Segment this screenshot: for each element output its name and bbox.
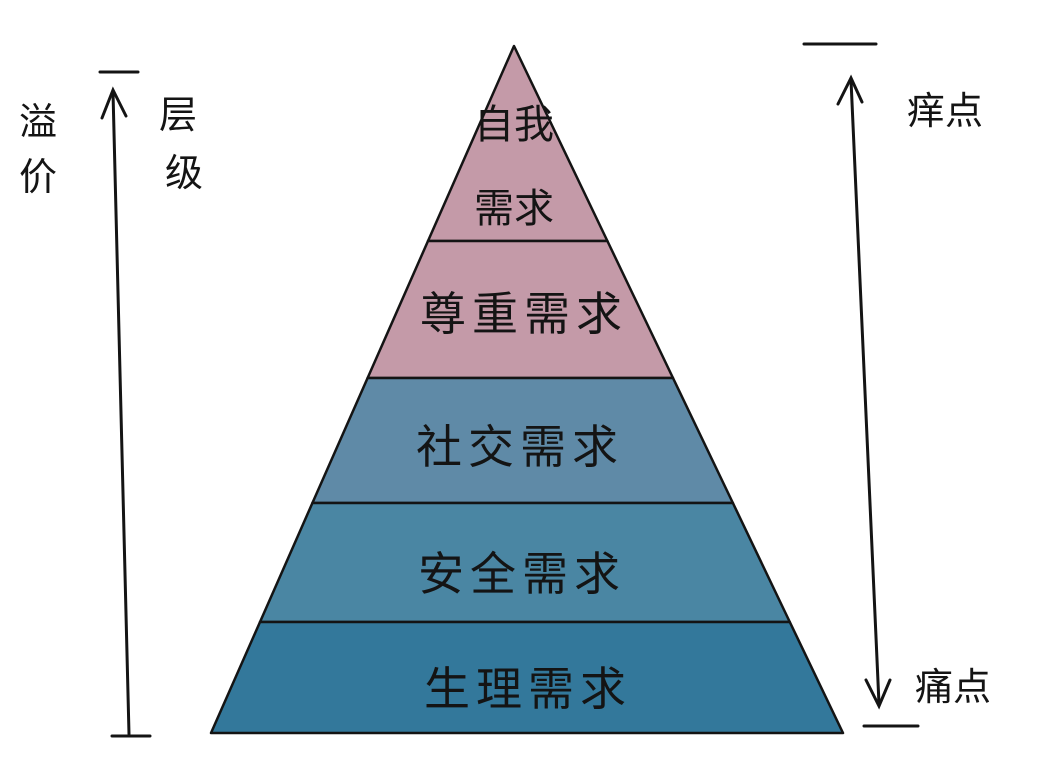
left-label-premium-char1: 溢	[19, 100, 57, 144]
left-label-hierarchy-char2: 级	[165, 151, 203, 195]
right-label-pain-point: 痛点	[915, 665, 991, 709]
left-axis-line	[111, 90, 131, 736]
pyramid-tier-labels: 自我 需求 尊重需求 社交需求 安全需求 生理需求	[416, 102, 632, 716]
left-label-hierarchy-char1: 层	[159, 93, 197, 137]
tier-label-esteem: 尊重需求	[420, 287, 628, 341]
tier-label-physiological: 生理需求	[424, 662, 632, 716]
tier-label-safety: 安全需求	[418, 547, 626, 601]
right-label-itch-point: 痒点	[907, 89, 983, 133]
right-axis-down-arrowhead-icon	[864, 678, 892, 710]
pyramid-tiers	[209, 44, 845, 735]
left-axis	[98, 70, 152, 738]
left-axis-labels: 溢 价 层 级	[19, 93, 203, 199]
tier-label-social: 社交需求	[416, 420, 624, 474]
tier-label-self-actualization-line1: 自我	[474, 102, 554, 148]
right-axis-up-arrowhead-icon	[836, 74, 864, 106]
right-axis-labels: 痒点 痛点	[907, 89, 991, 709]
tier-label-self-actualization-line2: 需求	[474, 186, 554, 232]
left-axis-arrowhead-icon	[100, 86, 128, 120]
tier-physiological	[209, 620, 845, 735]
right-axis-line	[849, 78, 881, 706]
left-label-premium-char2: 价	[19, 155, 57, 199]
right-axis	[802, 42, 920, 728]
